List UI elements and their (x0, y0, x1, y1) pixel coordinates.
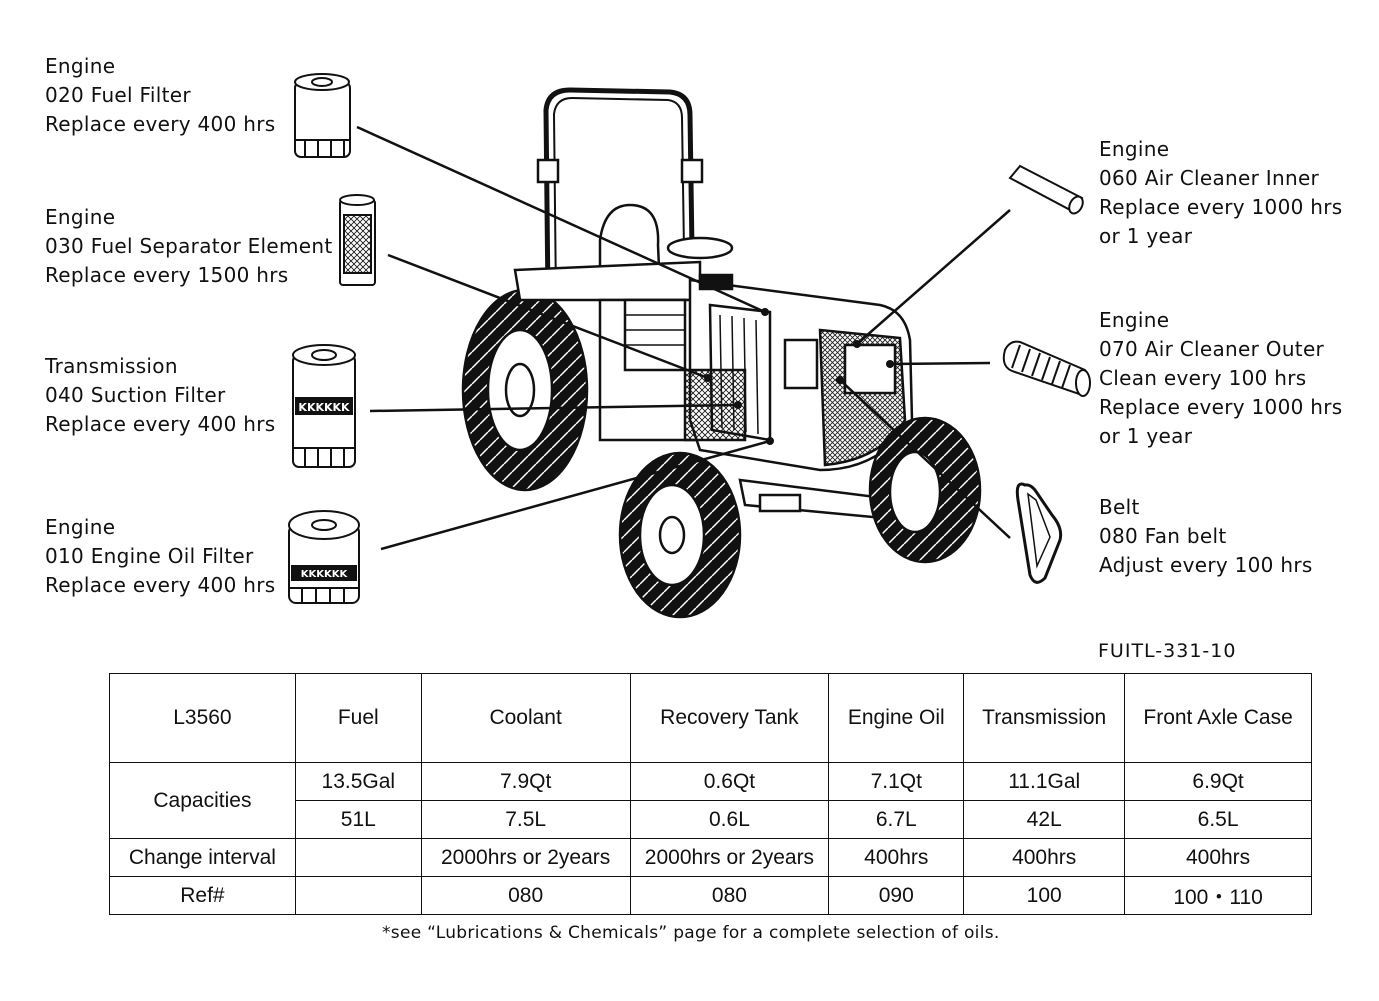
callout-part: 020 Fuel Filter (45, 83, 191, 107)
callout-part: 060 Air Cleaner Inner (1099, 166, 1320, 190)
table-cell: 51L (294, 800, 422, 839)
table-cell: 2000hrs or 2years (420, 838, 631, 877)
row-label-capacities: Capacities (109, 762, 296, 839)
callout-interval: Replace every 400 hrs (45, 573, 276, 597)
callout-interval: Replace every 400 hrs (45, 412, 276, 436)
table-cell: 13.5Gal (294, 762, 422, 801)
table-cell: 0.6L (629, 800, 830, 839)
table-cell: 6.7L (828, 800, 965, 839)
filter-brand-text: KKKKKK (301, 569, 349, 580)
callout-category: Engine (45, 54, 116, 78)
table-cell: 080 (420, 876, 631, 915)
callout-oil-filter: Engine 010 Engine Oil Filter Replace eve… (45, 513, 275, 600)
header-engine-oil: Engine Oil (828, 673, 965, 763)
fuel-filter-icon (294, 73, 351, 158)
callout-part: 070 Air Cleaner Outer (1099, 337, 1325, 361)
oil-filter-icon: KKKKKK (288, 510, 360, 604)
callout-air-cleaner-inner: Engine 060 Air Cleaner Inner Replace eve… (1099, 135, 1343, 251)
table-cell: 400hrs (1124, 838, 1312, 877)
table-cell: 0.6Qt (629, 762, 830, 801)
header-coolant: Coolant (420, 673, 631, 763)
callout-interval: Replace every 1000 hrs (1099, 395, 1343, 419)
table-row: Capacities 13.5Gal 7.9Qt 0.6Qt 7.1Qt 11.… (109, 762, 1312, 839)
table-cell: 2000hrs or 2years (629, 838, 830, 877)
table-cell: 7.5L (420, 800, 631, 839)
table-cell (294, 838, 422, 877)
callout-part: 040 Suction Filter (45, 383, 226, 407)
header-model: L3560 (109, 673, 296, 763)
suction-filter-icon: KKKKKK (292, 344, 356, 468)
leader-dots (704, 308, 894, 445)
callout-part: 030 Fuel Separator Element (45, 234, 333, 258)
table-cell: 100 (963, 876, 1126, 915)
callout-fuel-filter: Engine 020 Fuel Filter Replace every 400… (45, 52, 275, 139)
callout-air-cleaner-outer: Engine 070 Air Cleaner Outer Clean every… (1099, 306, 1343, 451)
callout-interval-alt: or 1 year (1099, 224, 1193, 248)
callout-part: 010 Engine Oil Filter (45, 544, 254, 568)
table-cell: 400hrs (828, 838, 965, 877)
table-cell: 100・110 (1124, 876, 1312, 915)
table-header-row: L3560 Fuel Coolant Recovery Tank Engine … (109, 673, 1312, 763)
footnote: *see “Lubrications & Chemicals” page for… (382, 923, 1000, 943)
table-cell: 080 (629, 876, 830, 915)
row-label-change-interval: Change interval (109, 838, 296, 877)
row-label-ref: Ref# (109, 876, 296, 915)
table-cell: 7.1Qt (828, 762, 965, 801)
table-row: Ref# 080 080 090 100 100・110 (109, 876, 1312, 915)
filter-brand-text: KKKKKK (298, 401, 350, 414)
callout-category: Engine (1099, 308, 1170, 332)
callout-category: Transmission (45, 354, 178, 378)
callout-interval: Replace every 1000 hrs (1099, 195, 1343, 219)
air-cleaner-outer-icon (1002, 340, 1091, 397)
table-cell: 7.9Qt (420, 762, 631, 801)
fuel-separator-icon (339, 194, 376, 286)
table-row: Change interval 2000hrs or 2years 2000hr… (109, 838, 1312, 877)
capacities-table: L3560 Fuel Coolant Recovery Tank Engine … (109, 673, 1312, 915)
callout-fuel-separator: Engine 030 Fuel Separator Element Replac… (45, 203, 333, 290)
header-transmission: Transmission (963, 673, 1126, 763)
leader-lines (356, 125, 1011, 551)
table-cell: 090 (828, 876, 965, 915)
callout-interval: Clean every 100 hrs (1099, 366, 1307, 390)
table-cell (294, 876, 422, 915)
front-left-wheel (618, 451, 742, 619)
table-cell: 42L (963, 800, 1126, 839)
table-cell: 11.1Gal (963, 762, 1126, 801)
table-cell: 6.5L (1124, 800, 1312, 839)
rops-frame (543, 87, 695, 301)
callout-interval: Replace every 400 hrs (45, 112, 276, 136)
front-right-wheel (868, 416, 982, 564)
callout-category: Engine (45, 205, 116, 229)
callout-fan-belt: Belt 080 Fan belt Adjust every 100 hrs (1099, 493, 1313, 580)
fan-belt-icon (1015, 482, 1063, 584)
rear-left-wheel (461, 288, 589, 492)
callout-category: Engine (1099, 137, 1170, 161)
table-row: 51L 7.5L 0.6L 6.7L 42L 6.5L (110, 800, 1312, 839)
callout-category: Engine (45, 515, 116, 539)
figure-code: FUITL-331-10 (1098, 640, 1237, 662)
callout-suction-filter: Transmission 040 Suction Filter Replace … (45, 352, 275, 439)
header-front-axle-case: Front Axle Case (1124, 673, 1312, 763)
header-fuel: Fuel (294, 673, 422, 763)
air-cleaner-inner-icon (1008, 164, 1084, 215)
callout-interval: Replace every 1500 hrs (45, 263, 289, 287)
table-cell: 6.9Qt (1124, 762, 1312, 801)
tractor-diagram: KKKKKK KKKKKK (288, 73, 1091, 619)
header-recovery-tank: Recovery Tank (629, 673, 830, 763)
callout-part: 080 Fan belt (1099, 524, 1227, 548)
table-cell: 400hrs (963, 838, 1126, 877)
callout-interval-alt: or 1 year (1099, 424, 1193, 448)
callout-category: Belt (1099, 495, 1140, 519)
callout-interval: Adjust every 100 hrs (1099, 553, 1313, 577)
